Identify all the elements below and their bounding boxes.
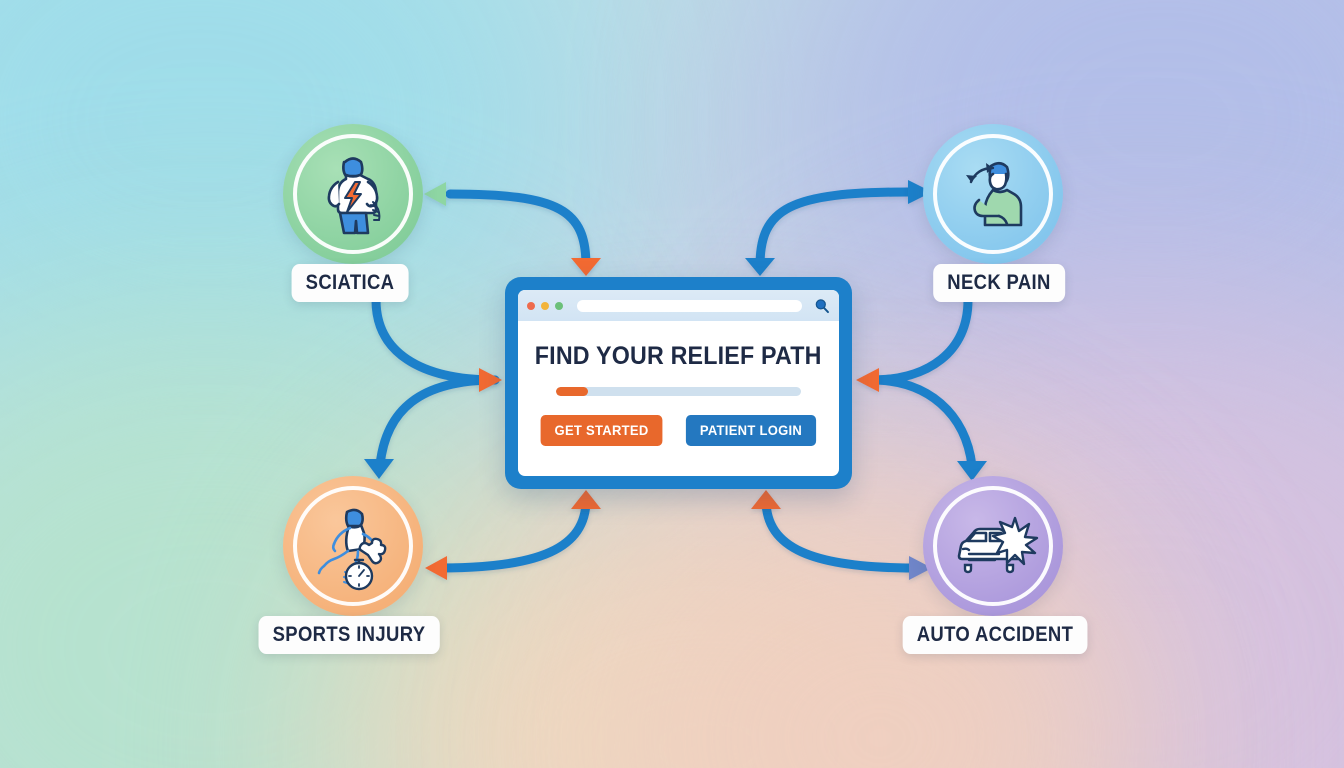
connector-hub-to-sciatica <box>445 189 591 271</box>
arrowhead-into-hub-left <box>479 368 502 392</box>
arrowhead-into-sports-left <box>425 556 447 580</box>
connector-hub-to-neck <box>755 187 913 271</box>
arrowhead-into-auto-left <box>909 556 932 580</box>
arrowhead-into-hub-top-right <box>745 258 775 276</box>
connector-hub-to-auto <box>761 495 920 573</box>
connector-hub-to-sports <box>435 495 591 573</box>
person-back-pain-lightning-icon <box>327 157 381 235</box>
node-label-sciatica: SCIATICA <box>291 264 409 302</box>
node-label-auto-accident: AUTO ACCIDENT <box>902 616 1088 654</box>
node-auto-accident[interactable] <box>923 476 1063 616</box>
connector-sciatica-to-hub <box>371 295 500 385</box>
connector-sciatica-to-sports <box>375 375 500 470</box>
patient-login-button[interactable]: PATIENT LOGIN <box>685 414 817 446</box>
traffic-light-red-dot[interactable] <box>527 301 535 310</box>
arrowhead-into-hub-bottom-right <box>751 490 781 509</box>
connector-neck-to-auto <box>867 375 977 471</box>
traffic-light-green-dot[interactable] <box>555 301 563 310</box>
arrowhead-into-neck <box>908 180 932 204</box>
browser-viewport: FIND YOUR RELIEF PATH GET STARTED PATIEN… <box>518 290 839 476</box>
progress-bar-fill <box>556 386 588 396</box>
arrowhead-into-hub-top-left <box>571 258 601 276</box>
browser-chrome-bar <box>518 290 839 321</box>
magnifier-icon[interactable] <box>814 298 830 314</box>
node-ring <box>293 486 413 606</box>
browser-page-content: FIND YOUR RELIEF PATH GET STARTED PATIEN… <box>518 321 839 476</box>
node-sports-injury[interactable] <box>283 476 423 616</box>
arrowhead-into-hub-bottom-left <box>571 490 601 509</box>
arrowhead-into-sciatica <box>424 182 446 206</box>
connector-neck-to-hub <box>867 295 973 385</box>
progress-bar-track <box>556 386 801 396</box>
get-started-button[interactable]: GET STARTED <box>540 414 663 446</box>
arrowhead-into-auto-top <box>957 461 987 481</box>
url-address-bar[interactable] <box>577 299 802 312</box>
node-label-sports-injury: SPORTS INJURY <box>258 616 440 654</box>
browser-window-mockup: FIND YOUR RELIEF PATH GET STARTED PATIEN… <box>505 277 852 489</box>
arrowhead-into-sports-top <box>364 459 394 479</box>
node-ring <box>933 134 1053 254</box>
node-sciatica[interactable] <box>283 124 423 264</box>
node-label-neck-pain: NECK PAIN <box>933 264 1065 302</box>
arrowhead-into-hub-right <box>856 368 879 392</box>
node-ring <box>933 486 1053 606</box>
page-headline: FIND YOUR RELIEF PATH <box>535 341 822 370</box>
person-neck-pain-rotation-icon <box>966 161 1023 227</box>
node-ring <box>293 134 413 254</box>
node-neck-pain[interactable] <box>923 124 1063 264</box>
traffic-light-yellow-dot[interactable] <box>541 301 549 310</box>
car-collision-burst-icon <box>957 516 1039 574</box>
runner-bone-stopwatch-icon <box>317 508 387 591</box>
cta-button-row: GET STARTED PATIENT LOGIN <box>536 414 821 446</box>
